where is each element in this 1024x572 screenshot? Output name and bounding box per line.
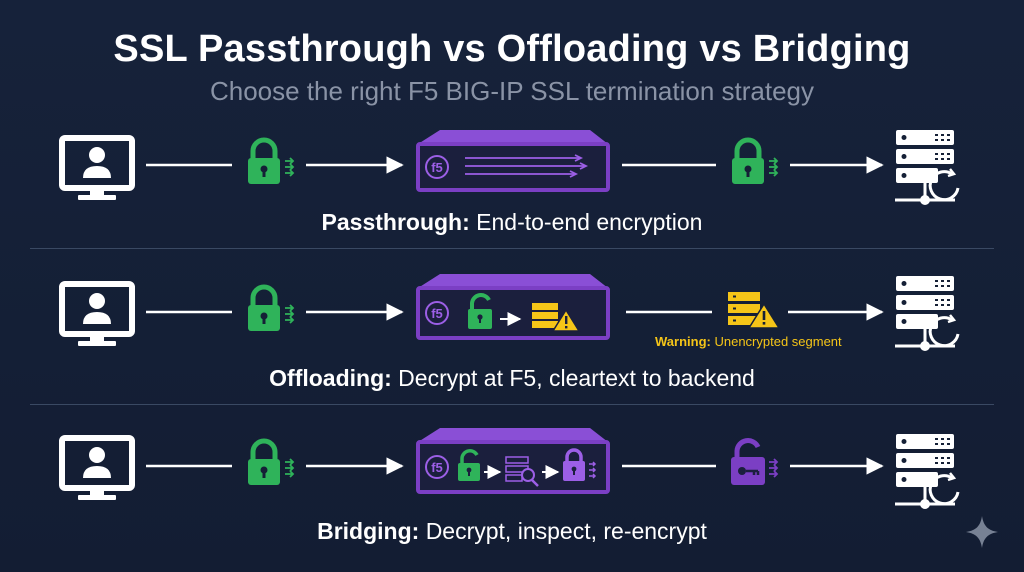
row-offloading-title: Offloading: xyxy=(269,365,392,391)
row-bridging-description: Decrypt, inspect, re-encrypt xyxy=(425,518,707,544)
row-passthrough-label: Passthrough: End-to-end encryption xyxy=(0,209,1024,236)
row-divider xyxy=(30,248,994,249)
row-passthrough-description: End-to-end encryption xyxy=(476,209,703,235)
f5-appliance-icon: f5 xyxy=(416,130,610,192)
svg-text:f5: f5 xyxy=(431,306,443,321)
page-subtitle: Choose the right F5 BIG-IP SSL terminati… xyxy=(209,76,815,106)
row-offloading-description: Decrypt at F5, cleartext to backend xyxy=(398,365,755,391)
row-divider xyxy=(30,404,994,405)
svg-text:f5: f5 xyxy=(431,160,443,175)
monitor-user-icon xyxy=(59,135,135,200)
svg-text:f5: f5 xyxy=(431,460,443,475)
padlock-icon xyxy=(563,448,585,481)
row-offloading-flow: f5 xyxy=(59,274,960,351)
padlock-icon xyxy=(248,137,295,184)
warning-title: Warning: xyxy=(655,334,711,349)
padlock-icon xyxy=(248,438,295,485)
server-rack-icon xyxy=(895,276,960,351)
warning-server-icon xyxy=(532,303,581,332)
row-bridging-label: Bridging: Decrypt, inspect, re-encrypt xyxy=(0,518,1024,545)
sparkle-icon xyxy=(966,516,998,548)
monitor-user-icon xyxy=(59,281,135,346)
f5-appliance-icon: f5 xyxy=(416,428,610,494)
padlock-icon xyxy=(732,137,779,184)
padlock-icon xyxy=(248,284,295,331)
inspect-icon xyxy=(505,456,539,487)
unlock-icon xyxy=(468,293,492,329)
page-title: SSL Passthrough vs Offloading vs Bridgin… xyxy=(113,28,911,70)
row-passthrough-title: Passthrough: xyxy=(321,209,470,235)
offloading-warning: Warning: Unencrypted segment xyxy=(655,334,842,349)
row-passthrough-flow: f5 xyxy=(59,130,960,205)
unlock-icon xyxy=(458,449,480,481)
key-unlock-icon xyxy=(731,438,779,485)
monitor-user-icon xyxy=(59,435,135,500)
row-offloading-label: Offloading: Decrypt at F5, cleartext to … xyxy=(0,365,1024,392)
f5-appliance-icon: f5 xyxy=(416,274,610,340)
row-bridging-title: Bridging: xyxy=(317,518,420,544)
warning-description: Unencrypted segment xyxy=(714,334,842,349)
server-rack-icon xyxy=(895,434,960,509)
warning-server-icon xyxy=(728,292,781,329)
row-bridging-flow: f5 xyxy=(59,428,960,509)
server-rack-icon xyxy=(895,130,960,205)
